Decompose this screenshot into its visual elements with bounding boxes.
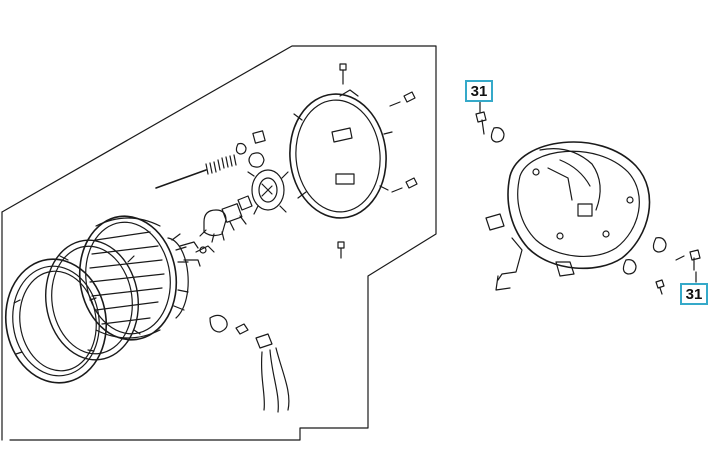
bulb-socket	[247, 169, 289, 215]
assembly-boundary-frame	[1, 45, 437, 441]
wire-connector	[209, 314, 290, 413]
part-callout-31-lower: 31	[680, 283, 708, 305]
part-callout-31-upper: 31	[465, 80, 493, 102]
callout-leader-lines	[479, 101, 697, 283]
headlight-bulb	[199, 195, 253, 243]
bolt-lower	[622, 237, 701, 295]
lens-wire-clips	[179, 241, 215, 267]
ring-screws	[337, 63, 418, 259]
adjuster-screw-spring	[155, 130, 266, 189]
headlight-rim-ring	[4, 258, 108, 384]
headlight-housing-shell	[507, 141, 651, 270]
housing-brackets	[485, 213, 575, 291]
headlight-mounting-ring	[289, 89, 393, 219]
headlight-lens-unit	[78, 215, 189, 341]
bolt-upper	[475, 111, 505, 143]
